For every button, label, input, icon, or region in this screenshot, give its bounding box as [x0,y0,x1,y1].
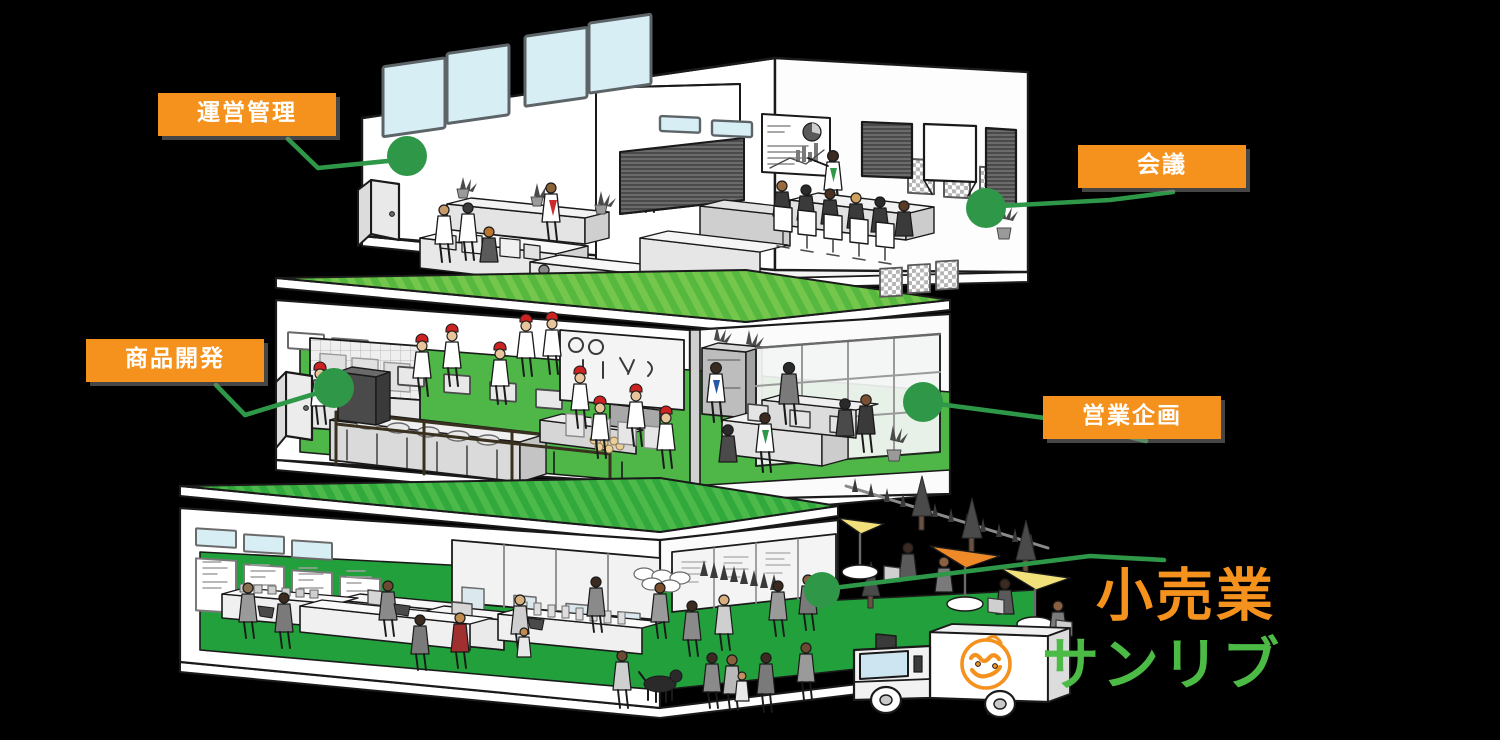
door-left-office [357,178,401,247]
callout-label-meeting[interactable]: 会議 [1078,145,1246,188]
floor-bottom [178,475,1073,719]
dot-sales [903,382,943,422]
dot-retail [804,572,840,608]
room-meeting [658,113,1018,265]
parasol-table-1 [837,517,885,580]
connector-prod [213,382,337,418]
dot-prod [314,368,354,408]
roller-screens [860,120,1018,208]
utensil-rack [559,329,685,450]
door-product-dev [275,370,314,449]
street-level [612,623,1071,719]
meeting-attendees [772,180,914,265]
kitchen-staff [310,311,676,469]
shoppers [238,574,818,671]
connector-meet [997,189,1176,209]
delivery-truck [852,623,1071,719]
connector-ops [285,136,401,171]
framed-panels-sales [879,259,959,298]
terrace-trees [861,475,1037,609]
dot-ops [387,136,427,176]
partition-middle [689,329,701,501]
plant-icon-meeting [1000,204,1018,221]
brand-company-word: サンリブ [1042,632,1282,698]
room-sales-planning [701,259,959,474]
people-sales [706,361,876,474]
window-group-left [381,12,653,167]
callout-dots [314,136,1006,608]
callout-label-sales-planning[interactable]: 営業企画 [1043,396,1221,439]
truck-logo-icon [960,635,1012,690]
plant-icon-sales-2 [890,425,908,443]
parasol-table-2 [929,545,1001,612]
callout-label-product-development[interactable]: 商品開発 [86,339,264,382]
dog-icon [638,669,683,703]
brand-retail-word: 小売業 [1096,563,1276,629]
floor-middle [274,259,959,513]
plant-icon-sales [714,326,764,347]
terrace-guests [898,542,1068,637]
floor-top [357,12,1030,313]
pop-signage [195,527,333,561]
store-sales-floor [195,527,837,671]
connector-retail [822,553,1167,592]
dot-meet [966,188,1006,228]
callout-label-operations-management[interactable]: 運営管理 [158,93,336,136]
presentation-board [761,113,831,177]
